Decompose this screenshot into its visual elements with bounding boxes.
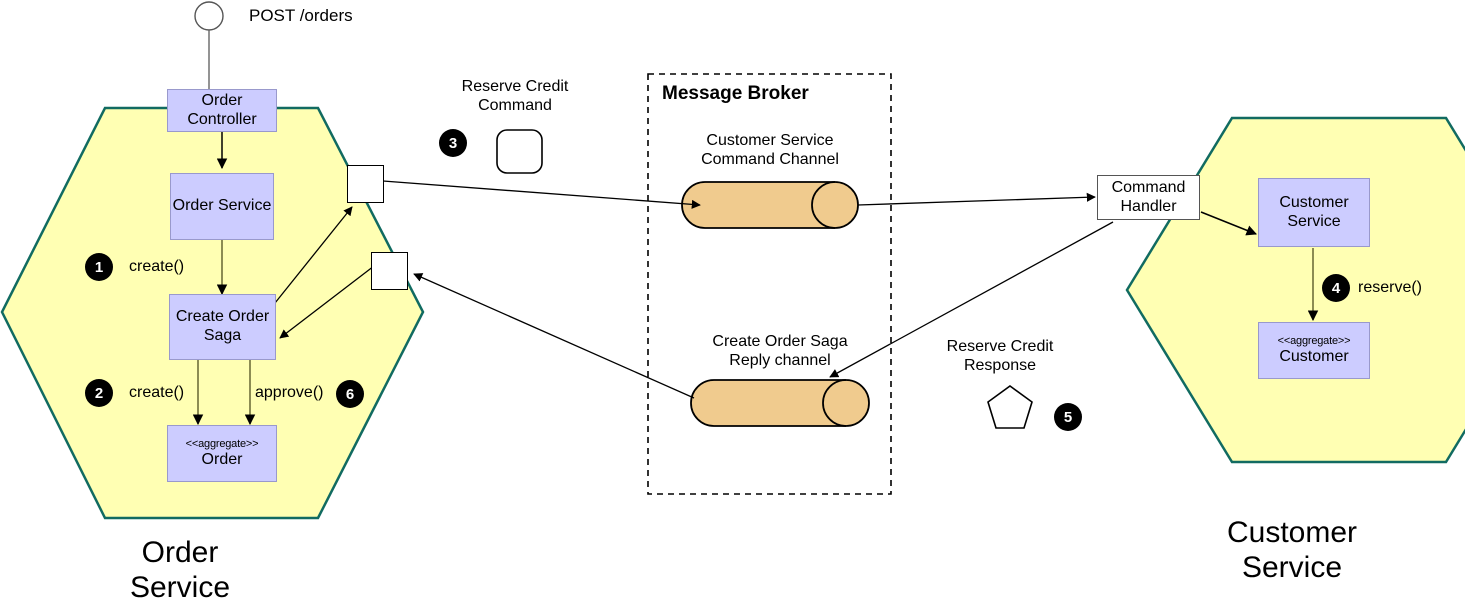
edge-command-channel-to-command-handler xyxy=(857,192,1096,206)
step-badge-2: 2 xyxy=(85,379,113,407)
message-broker-container xyxy=(647,73,892,495)
component-order-service[interactable]: Order Service xyxy=(170,173,274,240)
edge-reply-channel-to-inbound-port xyxy=(413,273,695,399)
edge-command-handler-to-customer-service xyxy=(1200,211,1257,236)
step-badge-5: 5 xyxy=(1054,403,1082,431)
component-order-service-label: Order Service xyxy=(172,197,272,215)
reserve-credit-command-shape xyxy=(496,129,543,174)
component-order-aggregate[interactable]: <<aggregate>> Order xyxy=(167,425,277,482)
customer-service-command-channel-shape xyxy=(681,181,859,229)
step-badge-3: 3 xyxy=(439,129,467,157)
component-command-handler-label: Command Handler xyxy=(1111,178,1186,215)
component-customer-service[interactable]: Customer Service xyxy=(1258,178,1370,247)
component-create-order-saga-label: Create Order Saga xyxy=(175,308,270,344)
step-badge-4: 4 xyxy=(1322,274,1350,302)
step-badge-6: 6 xyxy=(336,380,364,408)
component-order-controller[interactable]: Order Controller xyxy=(167,89,277,132)
edge-outbound-port-to-command-channel xyxy=(382,180,701,209)
component-command-handler[interactable]: Command Handler xyxy=(1097,175,1200,220)
reserve-credit-response-shape xyxy=(987,385,1033,429)
component-order-aggregate-stereotype: <<aggregate>> xyxy=(185,437,259,450)
component-create-order-saga[interactable]: Create Order Saga xyxy=(169,294,276,360)
component-order-aggregate-label: Order xyxy=(201,450,243,468)
edge-saga-to-outbound-port xyxy=(274,206,353,304)
component-customer-aggregate-stereotype: <<aggregate>> xyxy=(1277,334,1351,347)
component-order-controller-label: Order Controller xyxy=(187,91,257,128)
component-customer-service-label: Customer Service xyxy=(1279,193,1349,230)
edge-inbound-port-to-saga xyxy=(279,265,375,339)
outbound-command-port[interactable] xyxy=(347,165,384,203)
create-order-saga-reply-channel-shape xyxy=(690,379,870,427)
component-customer-aggregate[interactable]: <<aggregate>> Customer xyxy=(1258,322,1370,379)
entrypoint-circle-icon xyxy=(194,1,224,31)
step-badge-1: 1 xyxy=(85,253,113,281)
customer-service-boundary-hexagon xyxy=(1125,116,1465,464)
edge-command-handler-to-reply-channel xyxy=(829,221,1114,378)
component-customer-aggregate-label: Customer xyxy=(1279,347,1349,365)
inbound-reply-port[interactable] xyxy=(371,252,408,290)
